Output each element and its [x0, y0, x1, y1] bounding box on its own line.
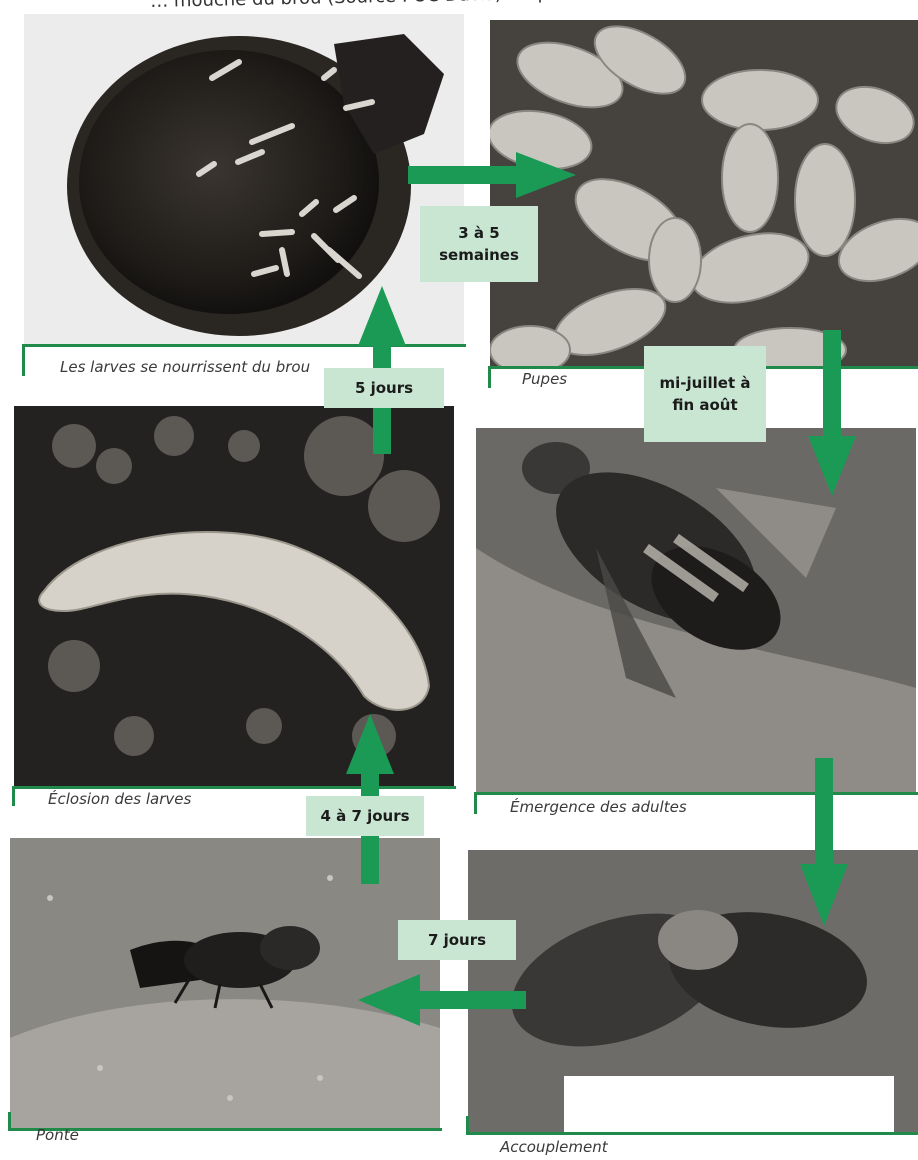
caption-mating: Accouplement — [500, 1138, 608, 1156]
frame-line-mating — [466, 1132, 918, 1135]
caption-egg-laying: Ponte — [36, 1126, 79, 1144]
duration-label-4-to-7-days: 4 à 7 jours — [306, 796, 424, 836]
duration-label-5-days: 5 jours — [324, 368, 444, 408]
arrow-left-mating-to-egg-laying — [356, 972, 526, 1028]
caption-larva-hatching: Éclosion des larves — [48, 790, 191, 808]
frame-tick-hatching — [12, 786, 15, 806]
frame-tick-mating — [466, 1116, 469, 1134]
caption-pupae: Pupes — [522, 370, 567, 388]
duration-label-mid-july-to-end-august: mi-juillet à fin août — [644, 346, 766, 442]
arrow-down-pupae-to-emergence — [806, 330, 858, 498]
caption-larvae-on-husk: Les larves se nourrissent du brou — [60, 358, 310, 376]
frame-line-emergence — [474, 792, 918, 795]
figure-header: … mouche du brou (Source : UC Davis) Dia… — [150, 0, 850, 15]
duration-label-3-to-5-weeks: 3 à 5 semaines — [420, 206, 538, 282]
frame-tick-emergence — [474, 792, 477, 814]
frame-tick-larvae — [22, 344, 25, 376]
arrow-down-emergence-to-mating — [798, 758, 850, 928]
caption-adult-emergence: Émergence des adultes — [510, 798, 687, 816]
frame-tick-pupae — [488, 366, 491, 388]
photo-mating — [468, 850, 918, 1132]
duration-label-7-days: 7 jours — [398, 920, 516, 960]
arrow-right-larvae-to-pupae — [408, 150, 578, 200]
frame-tick-egg-laying — [8, 1112, 11, 1130]
